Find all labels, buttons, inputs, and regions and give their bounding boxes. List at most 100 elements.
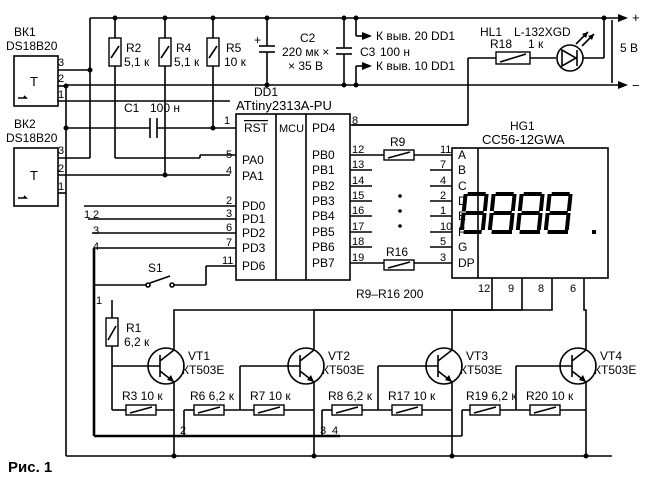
svg-text:C3: C3 (360, 45, 376, 59)
svg-text:PD4: PD4 (312, 121, 336, 135)
sensor-bk1: ВК1 DS18B20 T 3 2 1 (6, 25, 230, 107)
transistor-part: КТ503Е (460, 363, 502, 377)
digit-1-seg-6 (465, 211, 484, 215)
mcu-pin-pb2: PB2 (312, 179, 335, 193)
svg-text:R18: R18 (490, 37, 512, 51)
mcu-pin-pb4: PB4 (312, 209, 335, 223)
segment-pin-11: 11 (440, 144, 451, 156)
common-pin-12: 12 (478, 283, 490, 295)
svg-text:1 к: 1 к (528, 37, 544, 51)
mcu-dd1: DD1 ATtiny2313A-PU MCU RST PD4 1 8 (224, 85, 358, 281)
minus-terminal: − (632, 78, 640, 93)
mcu-pin-pb1: PB1 (312, 163, 335, 177)
svg-text:R17 10 к: R17 10 к (388, 389, 436, 403)
svg-text:3: 3 (320, 425, 326, 437)
segment-pin-3: 3 (440, 252, 446, 264)
mcu-pin-num-17: 17 (352, 221, 364, 233)
capacitor-c3: C3 100 н (336, 18, 410, 85)
segment-g: G (458, 240, 467, 254)
mcu-pin-pd6: PD6 (242, 259, 266, 273)
note-pin10: К выв. 10 DD1 (355, 59, 455, 85)
mcu-pin-pa1: PA1 (242, 169, 264, 183)
svg-text:5,1 к: 5,1 к (124, 55, 150, 69)
digit-4-seg-6 (549, 211, 568, 215)
svg-text:HG1: HG1 (510, 119, 535, 133)
digit-3-seg-5 (517, 194, 524, 211)
digit-2-seg-2 (508, 213, 515, 230)
capacitor-c2: + C2 220 мк × × 35 В (254, 18, 329, 85)
resistor-r1: R1 6,2 к (105, 300, 150, 366)
digit-3-dp (564, 230, 568, 234)
segment-pin-10: 10 (440, 221, 452, 233)
mcu-pin-pd2: PD2 (242, 226, 266, 240)
digit-4-seg-2 (564, 213, 571, 230)
plus-terminal: + (632, 10, 640, 25)
svg-text:CC56-12GWA: CC56-12GWA (482, 132, 565, 147)
digit-3-seg-1 (538, 194, 545, 211)
svg-text:1: 1 (84, 209, 90, 221)
digit-3-seg-6 (521, 211, 540, 215)
svg-text:4: 4 (93, 241, 99, 253)
resistor-r5: R5 10 к (206, 18, 247, 128)
digit-4-seg-0 (551, 192, 570, 196)
transistor-part: КТ503Е (182, 363, 224, 377)
svg-text:5,1 к: 5,1 к (174, 55, 200, 69)
bk2-pin1: 1 (58, 181, 64, 193)
bk2-body: T (30, 168, 38, 183)
digit-3-seg-4 (515, 213, 522, 230)
svg-text:R7 10 к: R7 10 к (250, 389, 291, 403)
bk2-pin2: 2 (58, 163, 64, 175)
supply-voltage: 5 В (620, 41, 638, 55)
svg-text:+: + (254, 33, 261, 47)
svg-text:2: 2 (93, 209, 99, 221)
segment-pin-1: 1 (440, 205, 446, 217)
mcu-pin-num-7: 7 (226, 237, 232, 249)
common-pin-8: 8 (538, 283, 544, 295)
bk1-pin3: 3 (58, 57, 64, 69)
mcu-pin-pd0: PD0 (242, 199, 266, 213)
bk1-ref: ВК1 (14, 25, 36, 39)
mcu-pin-pb5: PB5 (312, 225, 335, 239)
bk1-part: DS18B20 (6, 39, 58, 53)
digit-1-seg-3 (463, 230, 482, 234)
switch-s1: S1 (94, 261, 236, 288)
mcu-pin-num-13: 13 (352, 159, 364, 171)
svg-text:R8 6,2 к: R8 6,2 к (328, 389, 373, 403)
bk1-pin1: 1 (58, 89, 64, 101)
digit-3-seg-0 (523, 192, 542, 196)
mcu-pin-num-3: 3 (226, 208, 232, 220)
digit-2-seg-1 (510, 194, 517, 211)
digit-1-seg-5 (461, 194, 468, 211)
svg-text:4: 4 (332, 425, 338, 437)
svg-text:R16: R16 (386, 245, 408, 259)
digit-bus: 1 2 3 4 1 2 3 4 (65, 193, 612, 457)
svg-text:R19 6,2 к: R19 6,2 к (466, 389, 517, 403)
transistor-ref: VT3 (466, 349, 488, 363)
bk2-part: DS18B20 (6, 131, 58, 145)
segment-b: B (458, 163, 466, 177)
common-pin-6: 6 (570, 283, 576, 295)
digit-2-seg-5 (489, 194, 496, 211)
transistor-ref: VT1 (188, 349, 210, 363)
svg-text:R5: R5 (226, 41, 242, 55)
svg-text:100 н: 100 н (380, 45, 410, 59)
bk2-pin3: 3 (58, 145, 64, 157)
digit-3-seg-3 (519, 230, 538, 234)
segment-pin-2: 2 (440, 190, 446, 202)
mcu-pin-num-11: 11 (222, 255, 233, 267)
svg-text:R4: R4 (176, 41, 192, 55)
svg-text:К выв. 10 DD1: К выв. 10 DD1 (376, 59, 455, 73)
svg-text:8: 8 (352, 115, 358, 127)
svg-text:3: 3 (93, 225, 99, 237)
digit-1-seg-2 (480, 213, 487, 230)
svg-text:L-132XGD: L-132XGD (514, 25, 571, 39)
note-pin20: К выв. 20 DD1 (355, 18, 455, 43)
digit-4-seg-1 (566, 194, 573, 211)
seven-segment-digits (459, 192, 596, 234)
segment-pin-4: 4 (440, 175, 446, 187)
